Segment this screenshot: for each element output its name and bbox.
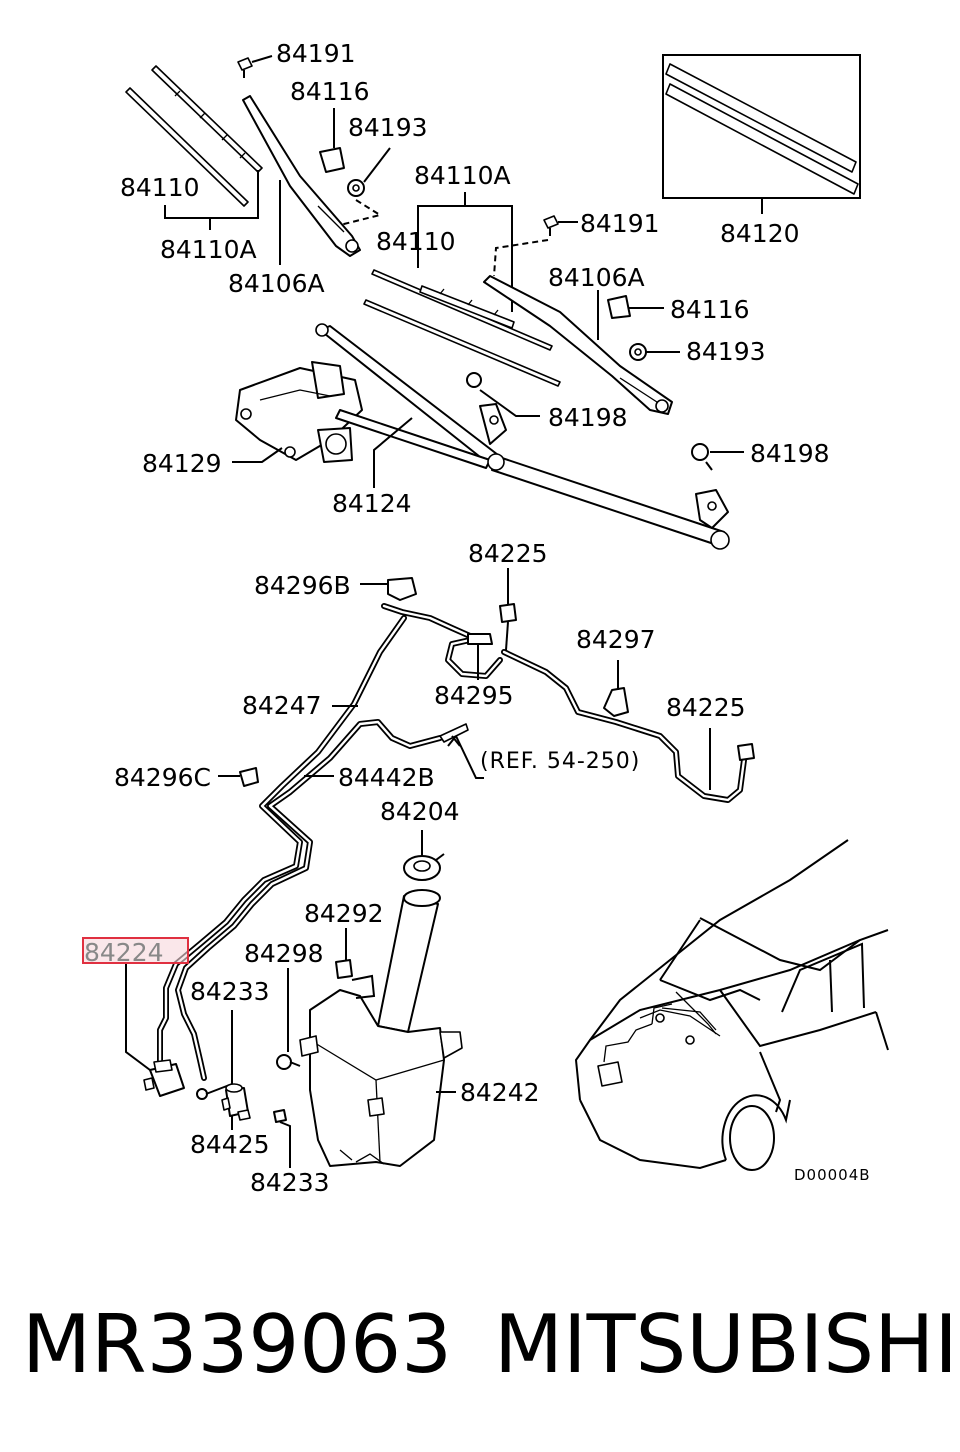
label-84298: 84298 (244, 939, 324, 968)
label-84193: 84193 (348, 113, 428, 142)
joint-84295 (467, 633, 493, 645)
link-rod-84124 (315, 323, 730, 550)
leader-84124 (373, 417, 413, 488)
cap-84116-right (607, 295, 631, 319)
wiper-arm-left (242, 95, 361, 257)
label-84110: 84110 (120, 173, 200, 202)
label-84442B: 84442B (338, 763, 435, 792)
connector-84225-top (499, 603, 517, 651)
label-84247: 84247 (242, 691, 322, 720)
label-84116: 84116 (670, 295, 750, 324)
connector-84225-right (737, 743, 755, 761)
nut-84193-left (347, 179, 365, 197)
label-84225: 84225 (666, 693, 746, 722)
screw-84191-left (237, 57, 253, 78)
bolt-84298 (276, 1054, 301, 1070)
label-84110: 84110 (376, 227, 456, 256)
ref-pointer (439, 723, 484, 779)
label-84106A: 84106A (548, 263, 645, 292)
leader-84233-upper (205, 1010, 233, 1095)
label-84295: 84295 (434, 681, 514, 710)
label-84191: 84191 (580, 209, 660, 238)
label-84124: 84124 (332, 489, 412, 518)
cap-84116-left (319, 147, 345, 173)
drawing-code: D00004B (794, 1166, 871, 1184)
label-84225: 84225 (468, 539, 548, 568)
pivot-84198-right (691, 443, 729, 529)
bracket-tank (351, 974, 376, 999)
label-84198: 84198 (548, 403, 628, 432)
leader-84129 (232, 447, 283, 463)
pump-84425 (221, 1083, 251, 1121)
wiper-motor-84129 (235, 361, 363, 463)
screw-84191-right (543, 215, 559, 236)
dash-84193-left (339, 199, 383, 226)
leader-84224 (125, 964, 151, 1071)
label-84425: 84425 (190, 1130, 270, 1159)
brand-name: MITSUBISHI (494, 1298, 958, 1391)
car-silhouette (574, 839, 889, 1171)
label-84242: 84242 (460, 1078, 540, 1107)
clip-84296C (239, 767, 259, 787)
part-number: MR339063 (22, 1298, 452, 1391)
label-84296C: 84296C (114, 763, 211, 792)
label-84116: 84116 (290, 77, 370, 106)
label-84224: 84224 (84, 938, 164, 967)
wiper-blade-right (363, 269, 561, 387)
label-reference: (REF. 54-250) (480, 749, 640, 774)
grommet-84292 (335, 959, 353, 979)
clip-84297 (603, 687, 629, 717)
leader-84233-lower (279, 1121, 291, 1168)
parts-diagram: 84191 84116 84193 84110 84110A 84106A 84… (82, 39, 889, 1197)
label-84120: 84120 (720, 219, 800, 248)
wiper-blade-left (125, 65, 263, 207)
label-84296B: 84296B (254, 571, 351, 600)
label-84198: 84198 (750, 439, 830, 468)
hose-84442B (175, 719, 443, 1081)
blade-rubber-84120 (665, 63, 859, 195)
label-84193: 84193 (686, 337, 766, 366)
leader-84110A-left (164, 170, 259, 219)
label-84292: 84292 (304, 899, 384, 928)
label-84110A: 84110A (160, 235, 257, 264)
grommet-84233-lower (273, 1109, 287, 1123)
label-84106A: 84106A (228, 269, 325, 298)
label-84233: 84233 (190, 977, 270, 1006)
label-84110A: 84110A (414, 161, 511, 190)
leader-84193-left (363, 147, 391, 183)
label-84191: 84191 (276, 39, 356, 68)
washer-tank-84242 (299, 889, 463, 1167)
hose-top-front (381, 603, 747, 803)
leader-84191-left (251, 55, 273, 63)
clip-84296B (387, 577, 417, 601)
cap-84204 (403, 853, 445, 881)
nut-84193-right (629, 343, 647, 361)
highlight-box-84224 (82, 937, 189, 964)
leader-84198-mid (479, 389, 540, 417)
nozzle-84224 (143, 1059, 185, 1097)
label-84233: 84233 (250, 1168, 330, 1197)
grommet-84233-upper (196, 1088, 208, 1100)
pivot-84198-mid (466, 372, 507, 445)
label-84297: 84297 (576, 625, 656, 654)
label-84129: 84129 (142, 449, 222, 478)
label-84204: 84204 (380, 797, 460, 826)
hose-84247 (157, 615, 407, 1065)
wiper-arm-right (483, 275, 673, 415)
dash-84191-right (493, 239, 549, 277)
